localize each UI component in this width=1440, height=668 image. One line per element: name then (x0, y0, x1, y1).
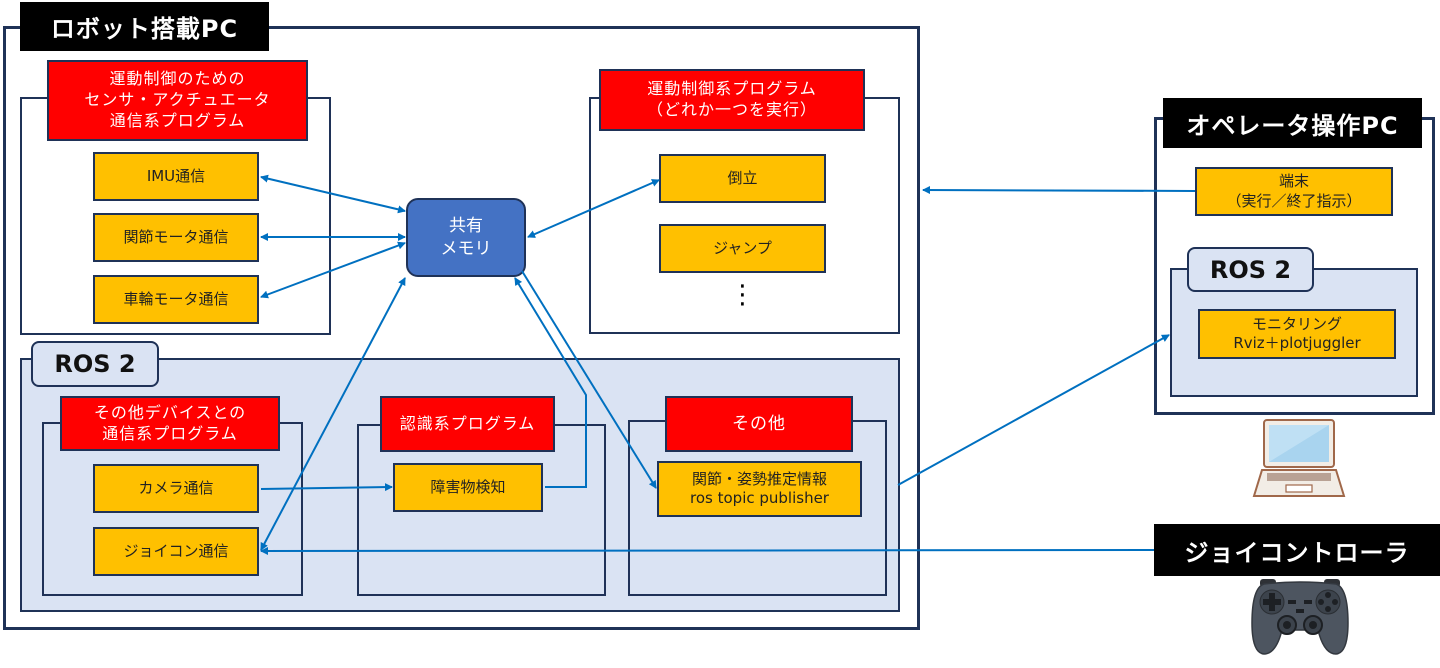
laptop-icon (1252, 418, 1348, 498)
inverted-balance: 倒立 (659, 154, 826, 203)
imu-comm: IMU通信 (93, 152, 259, 201)
joint-motor-comm: 関節モータ通信 (93, 213, 259, 262)
other-group-label: その他 (665, 396, 853, 452)
jump: ジャンプ (659, 224, 826, 273)
recognition-group-label: 認識系プログラム (380, 396, 555, 452)
pose-publisher: 関節・姿勢推定情報 ros topic publisher (657, 461, 862, 517)
shared-memory: 共有 メモリ (406, 198, 526, 277)
robot-pc-title: ロボット搭載PC (20, 2, 269, 51)
joy-controller-title: ジョイコントローラ (1154, 524, 1440, 576)
camera-comm: カメラ通信 (93, 464, 259, 513)
gamepad-icon (1250, 578, 1350, 656)
wheel-motor-comm: 車輪モータ通信 (93, 275, 259, 324)
device-group-label: その他デバイスとの 通信系プログラム (60, 396, 280, 451)
monitoring: モニタリング Rviz＋plotjuggler (1198, 309, 1396, 359)
operator-ros2-tab: ROS 2 (1187, 247, 1314, 292)
joycon-comm: ジョイコン通信 (93, 527, 259, 576)
ros2-tab: ROS 2 (31, 341, 159, 387)
more-ellipsis: ⋮ (729, 280, 756, 310)
terminal: 端末 （実行／終了指示） (1195, 167, 1393, 216)
sensor-group-label: 運動制御のための センサ・アクチュエータ 通信系プログラム (47, 60, 308, 141)
motion-group-label: 運動制御系プログラム （どれか一つを実行） (599, 69, 865, 131)
arrow-ros2-monitoring (897, 334, 1170, 486)
obstacle-detection: 障害物検知 (393, 463, 543, 512)
operator-pc-title: オペレータ操作PC (1163, 98, 1422, 148)
